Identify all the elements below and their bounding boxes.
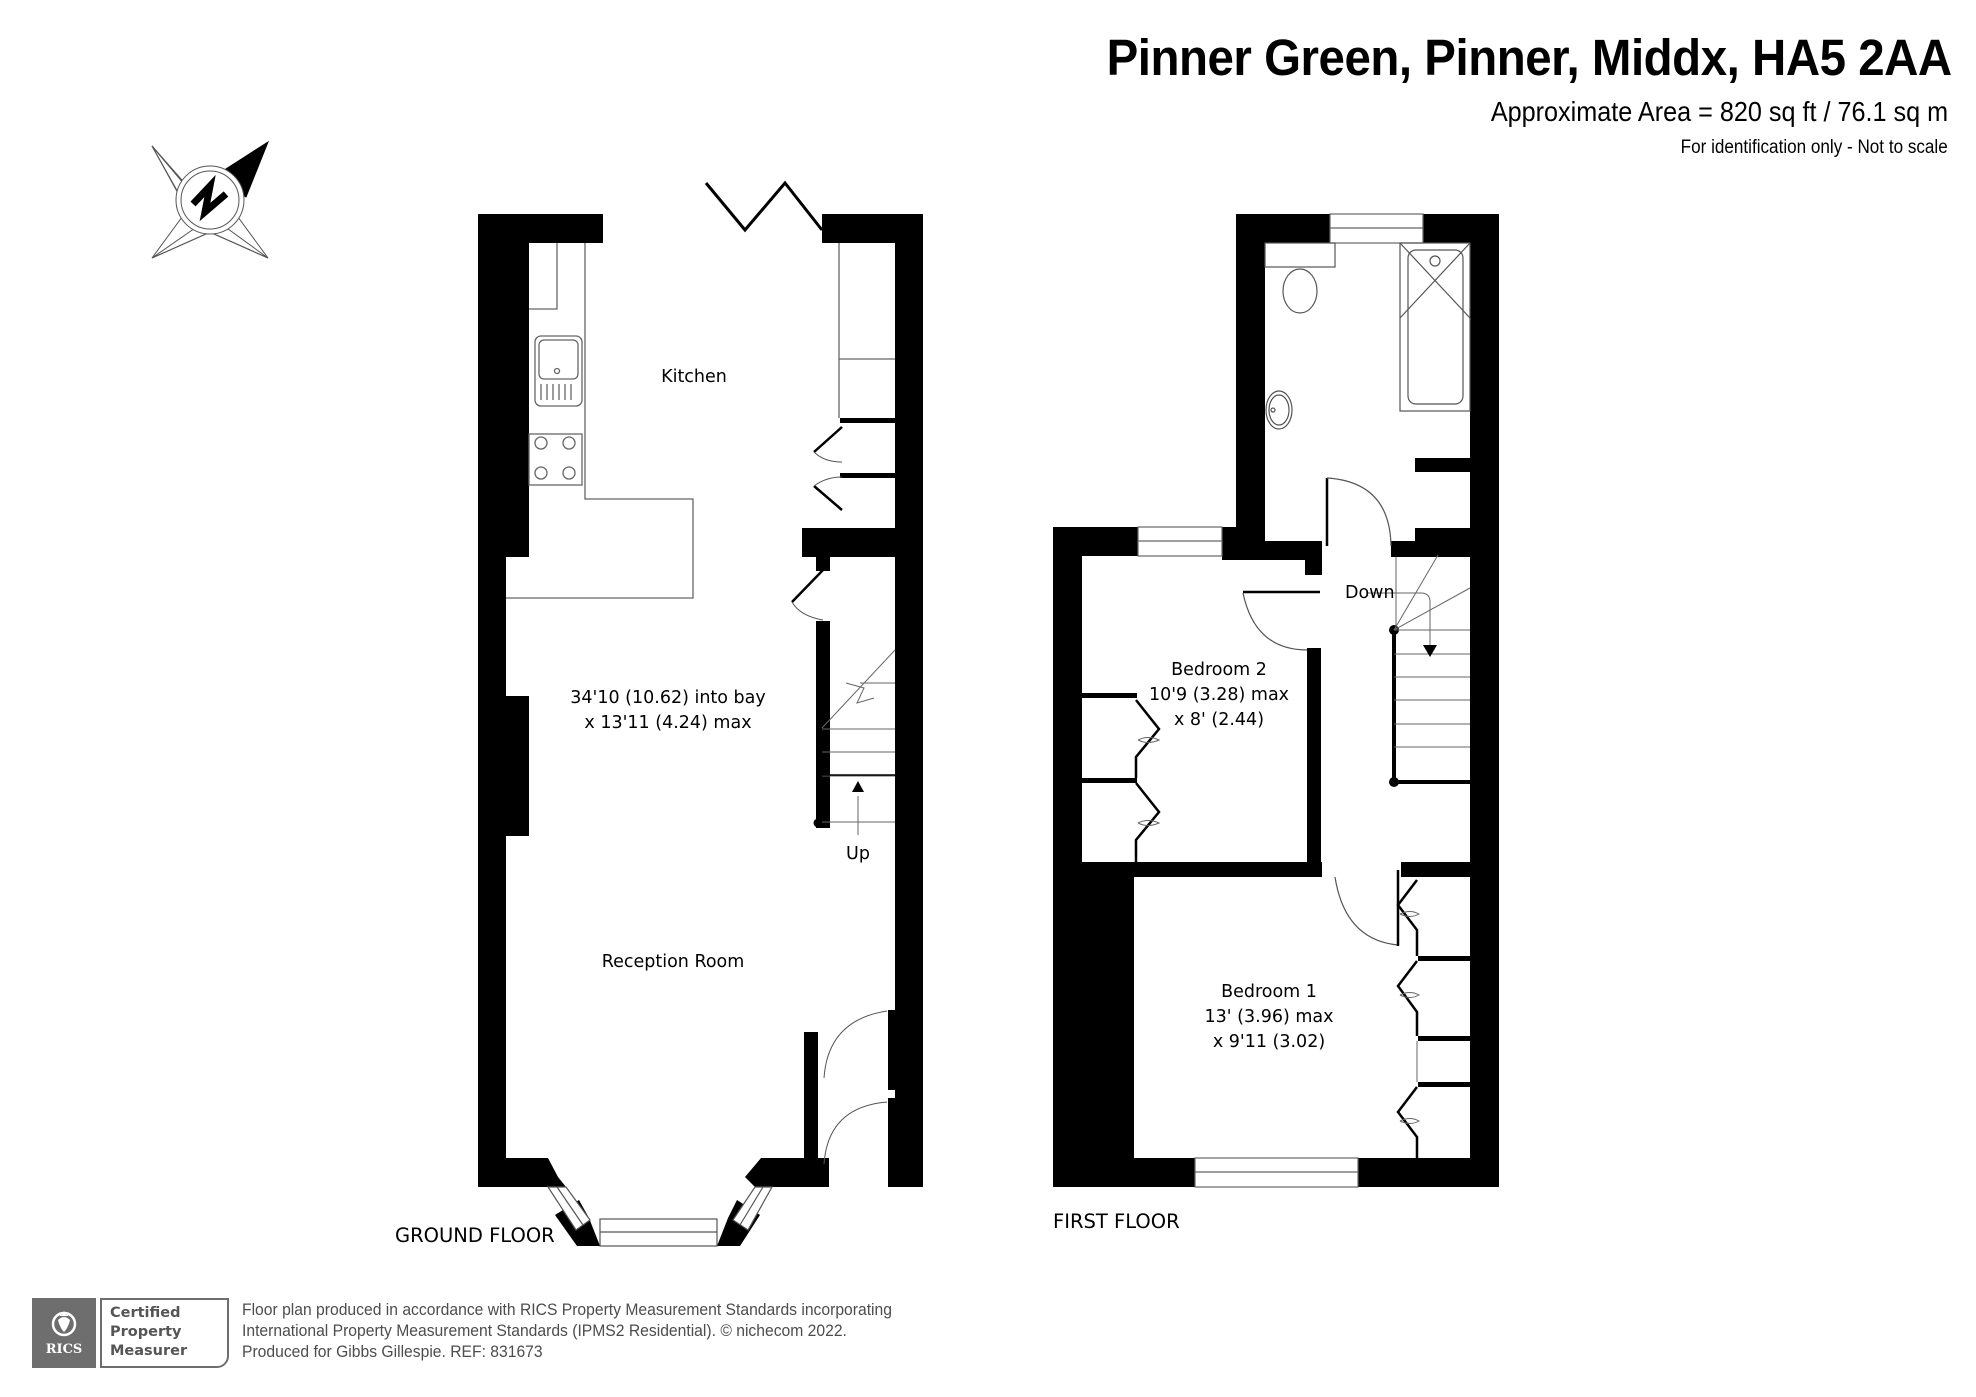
ground-floor-plan: [478, 180, 923, 1247]
room-label-bedroom-2: Bedroom 2 10'9 (3.28) max x 8' (2.44): [1149, 658, 1289, 733]
first-floor-plan: [1053, 213, 1499, 1188]
certified-box: Certified Property Measurer: [100, 1298, 229, 1368]
ground-floor-label: GROUND FLOOR: [395, 1224, 555, 1247]
rics-certified-badge: RICS Certified Property Measurer: [32, 1298, 229, 1368]
reception-name: Reception Room: [601, 952, 745, 972]
badge-line-3: Measurer: [110, 1343, 188, 1359]
rics-wordmark: RICS: [45, 1342, 83, 1357]
kitchen-name: Kitchen: [661, 367, 727, 387]
bedroom-2-name: Bedroom 2: [1171, 660, 1267, 680]
bedroom-2-dim-1: 10'9 (3.28) max: [1148, 685, 1290, 705]
first-floor-label: FIRST FLOOR: [1053, 1210, 1180, 1233]
badge-line-2: Property: [110, 1324, 182, 1340]
dimension-line-2: x 13'11 (4.24) max: [584, 713, 752, 733]
room-label-reception: Reception Room: [602, 950, 745, 975]
bedroom-1-dim-1: 13' (3.96) max: [1204, 1007, 1334, 1027]
north-compass-icon: [151, 140, 270, 259]
bedroom-1-name: Bedroom 1: [1221, 982, 1317, 1002]
stairs-up-label: Up: [846, 844, 870, 864]
bedroom-1-dim-2: x 9'11 (3.02): [1212, 1032, 1326, 1052]
approximate-area: Approximate Area = 820 sq ft / 76.1 sq m: [1490, 96, 1948, 127]
bedroom-2-dim-2: x 8' (2.44): [1173, 710, 1265, 730]
rics-logo: RICS: [32, 1298, 96, 1368]
room-dimensions-ground: 34'10 (10.62) into bay x 13'11 (4.24) ma…: [570, 686, 766, 736]
badge-line-1: Certified: [110, 1305, 181, 1321]
property-address-title: Pinner Green, Pinner, Middx, HA5 2AA: [1106, 29, 1953, 86]
stairs-down-label: Down: [1345, 583, 1395, 603]
footer-line-2: International Property Measurement Stand…: [242, 1322, 847, 1340]
footer-line-1: Floor plan produced in accordance with R…: [242, 1301, 892, 1319]
footer-line-3: Produced for Gibbs Gillespie. REF: 83167…: [242, 1343, 543, 1361]
identification-note: For identification only - Not to scale: [1680, 137, 1948, 158]
dimension-line-1: 34'10 (10.62) into bay: [570, 688, 766, 708]
room-label-bedroom-1: Bedroom 1 13' (3.96) max x 9'11 (3.02): [1205, 980, 1334, 1055]
rics-lion-icon: [51, 1311, 77, 1337]
room-label-kitchen: Kitchen: [661, 365, 727, 390]
footer-disclaimer: Floor plan produced in accordance with R…: [242, 1300, 892, 1363]
